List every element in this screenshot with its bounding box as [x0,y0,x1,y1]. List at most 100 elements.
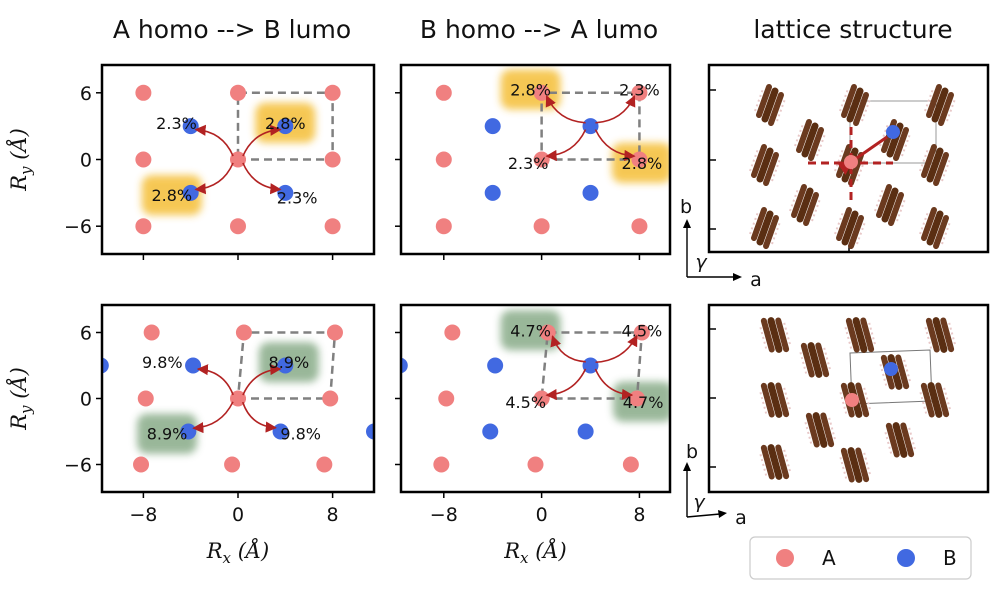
transfer-percentage-label: 2.8% [510,80,551,99]
transfer-percentage-label: 4.5% [505,393,546,412]
site-b-point [366,423,374,440]
transfer-arrow [242,162,282,195]
site-a-point [622,456,639,473]
site-a-point [435,84,452,101]
site-b-point [484,184,501,201]
transfer-arrow [194,162,234,195]
x-tick-label: −8 [129,504,157,526]
lattice-a-label-top: a [750,269,762,291]
transfer-arrow [594,129,636,162]
site-a-point [633,324,650,341]
y-tick-label: −6 [64,216,92,238]
site-a-point [135,218,152,235]
site-b-top [886,125,900,139]
lattice-panel-bottom [707,303,990,494]
transfer-percentage-label: 2.3% [277,188,318,207]
site-a-point [324,218,341,235]
site-a-point [137,390,154,407]
transfer-arrow [550,335,586,363]
site-a-point [235,324,252,341]
y-tick-label: 0 [80,150,92,172]
transfer-arrow-top [836,135,888,176]
x-tick-label: −8 [430,504,458,526]
site-a-point [444,324,461,341]
lattice-axes-bottom: b a γ [683,441,747,529]
plot-area: 8.9%9.8%8.9%9.8% [102,324,374,473]
site-b-point [582,184,599,201]
site-b-point [484,118,501,135]
site-a-point [438,390,455,407]
site-a-point [324,151,341,168]
legend-marker-b [897,549,915,567]
transfer-percentage-label: 2.8% [622,154,663,173]
column-title-lattice: lattice structure [753,15,952,44]
y-tick-label: 6 [80,323,92,345]
site-a-point [324,84,341,101]
transfer-arrow [595,95,636,124]
site-b-point [185,357,202,374]
site-a-point [224,456,241,473]
y-tick-label: 6 [80,83,92,105]
transfer-percentage-label: 2.8% [265,114,306,133]
transfer-arrow [242,124,282,157]
plot-area: 4.7%4.5%4.5%4.7% [401,310,690,473]
x-tick-label: 8 [327,504,339,526]
transfer-arrow [595,334,638,364]
transfer-arrow [192,401,234,434]
lattice-axes-top: b a γ [680,196,762,291]
legend-frame [749,536,972,580]
transfer-arrow [194,124,234,157]
transfer-percentage-label: 2.3% [156,114,197,133]
lattice-gamma-label-top: γ [695,251,708,273]
lattice-gamma-label-bottom: γ [693,491,706,513]
site-a-point [326,324,343,341]
plot-area: 2.8%2.3%2.3%2.8% [435,69,670,235]
transfer-percentage-label: 4.7% [510,321,551,340]
site-b-point [102,357,109,374]
highlight-glow [141,175,202,216]
unit-cell-dashed-box [540,91,641,161]
y-tick-label: −6 [64,455,92,477]
site-a-point [631,84,648,101]
transfer-arrow [545,368,587,401]
site-a-point [230,218,246,235]
transfer-arrow [545,129,587,162]
transfer-arrow [241,401,277,433]
column-title-a-to-b: A homo --> B lumo [113,15,351,44]
site-a-point [133,456,150,473]
transfer-percentage-label: 2.3% [508,154,549,173]
transfer-arrow [196,364,234,396]
site-a-point [533,218,550,235]
legend-marker-a [776,549,794,567]
lattice-a-label-bottom: a [735,507,747,529]
site-a-point [533,84,550,101]
site-b-point [674,424,690,440]
site-a-point [135,84,152,101]
site-a-point [527,456,544,473]
y-axis-label: Ry (Å) [6,367,35,431]
transfer-percentage-label: 4.7% [623,393,664,412]
site-b-point [582,118,599,135]
site-a-point [230,84,246,101]
transfer-percentage-label: 8.9% [269,353,310,372]
transfer-percentage-label: 9.8% [142,353,183,372]
site-b-point [577,423,594,440]
legend-label-b: B [943,546,957,570]
x-axis-label: Rx (Å) [206,538,270,567]
site-a-top [844,155,858,169]
site-a-point [435,151,452,168]
transfer-arrow [594,368,634,400]
site-a-point [435,218,452,235]
site-b-point [582,357,599,374]
plot-area: 2.8%2.3%2.8%2.3% [135,84,341,235]
site-b-point [482,423,499,440]
transfer-percentage-label: 8.9% [147,425,188,444]
site-b-point [487,357,504,374]
site-a-point [230,151,246,168]
site-a-point [135,151,152,168]
x-tick-label: 0 [536,504,548,526]
